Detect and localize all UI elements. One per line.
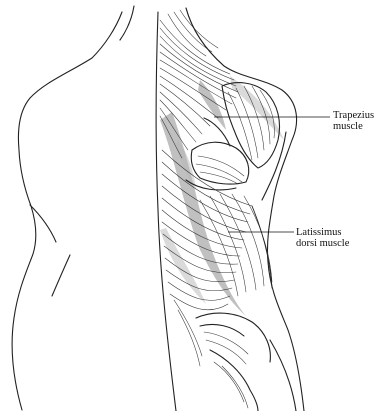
trapezius-label: Trapezius muscle xyxy=(333,110,374,132)
scapular-muscles xyxy=(186,118,249,190)
trapezius-label-line1: Trapezius xyxy=(333,110,374,121)
latissimus-label-line2: dorsi muscle xyxy=(296,238,349,249)
latissimus-label: Latissimus dorsi muscle xyxy=(296,227,349,249)
lower-back-muscles xyxy=(174,300,296,411)
muscle-shading xyxy=(160,76,284,316)
body-outline-left xyxy=(12,6,134,410)
body-outline-right xyxy=(186,8,304,411)
trapezius-label-line2: muscle xyxy=(333,121,374,132)
latissimus-label-line1: Latissimus xyxy=(296,227,349,238)
